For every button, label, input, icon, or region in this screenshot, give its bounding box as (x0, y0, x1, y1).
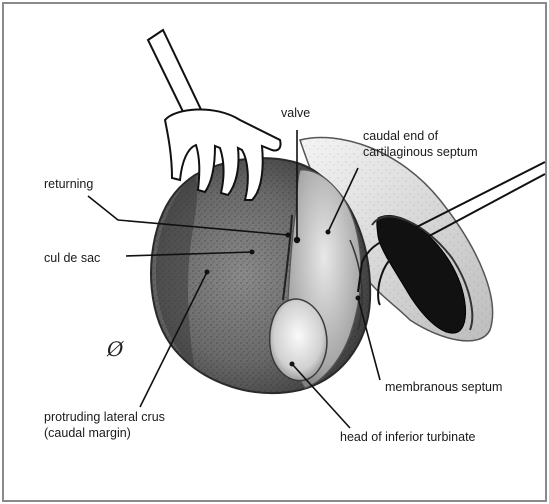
label-protruding-line1: protruding lateral crus (44, 410, 165, 424)
label-cul-de-sac: cul de sac (44, 251, 100, 265)
label-caudal-end-line1: caudal end of (363, 129, 439, 143)
label-caudal-end-line2: cartilaginous septum (363, 145, 478, 159)
valve-point (294, 237, 300, 243)
label-membranous-septum: membranous septum (385, 380, 502, 394)
label-valve: valve (281, 106, 310, 120)
label-head-turbinate: head of inferior turbinate (340, 430, 476, 444)
artist-monogram: Ø (106, 337, 124, 361)
label-returning: returning (44, 177, 93, 191)
label-protruding-line2: (caudal margin) (44, 426, 131, 440)
